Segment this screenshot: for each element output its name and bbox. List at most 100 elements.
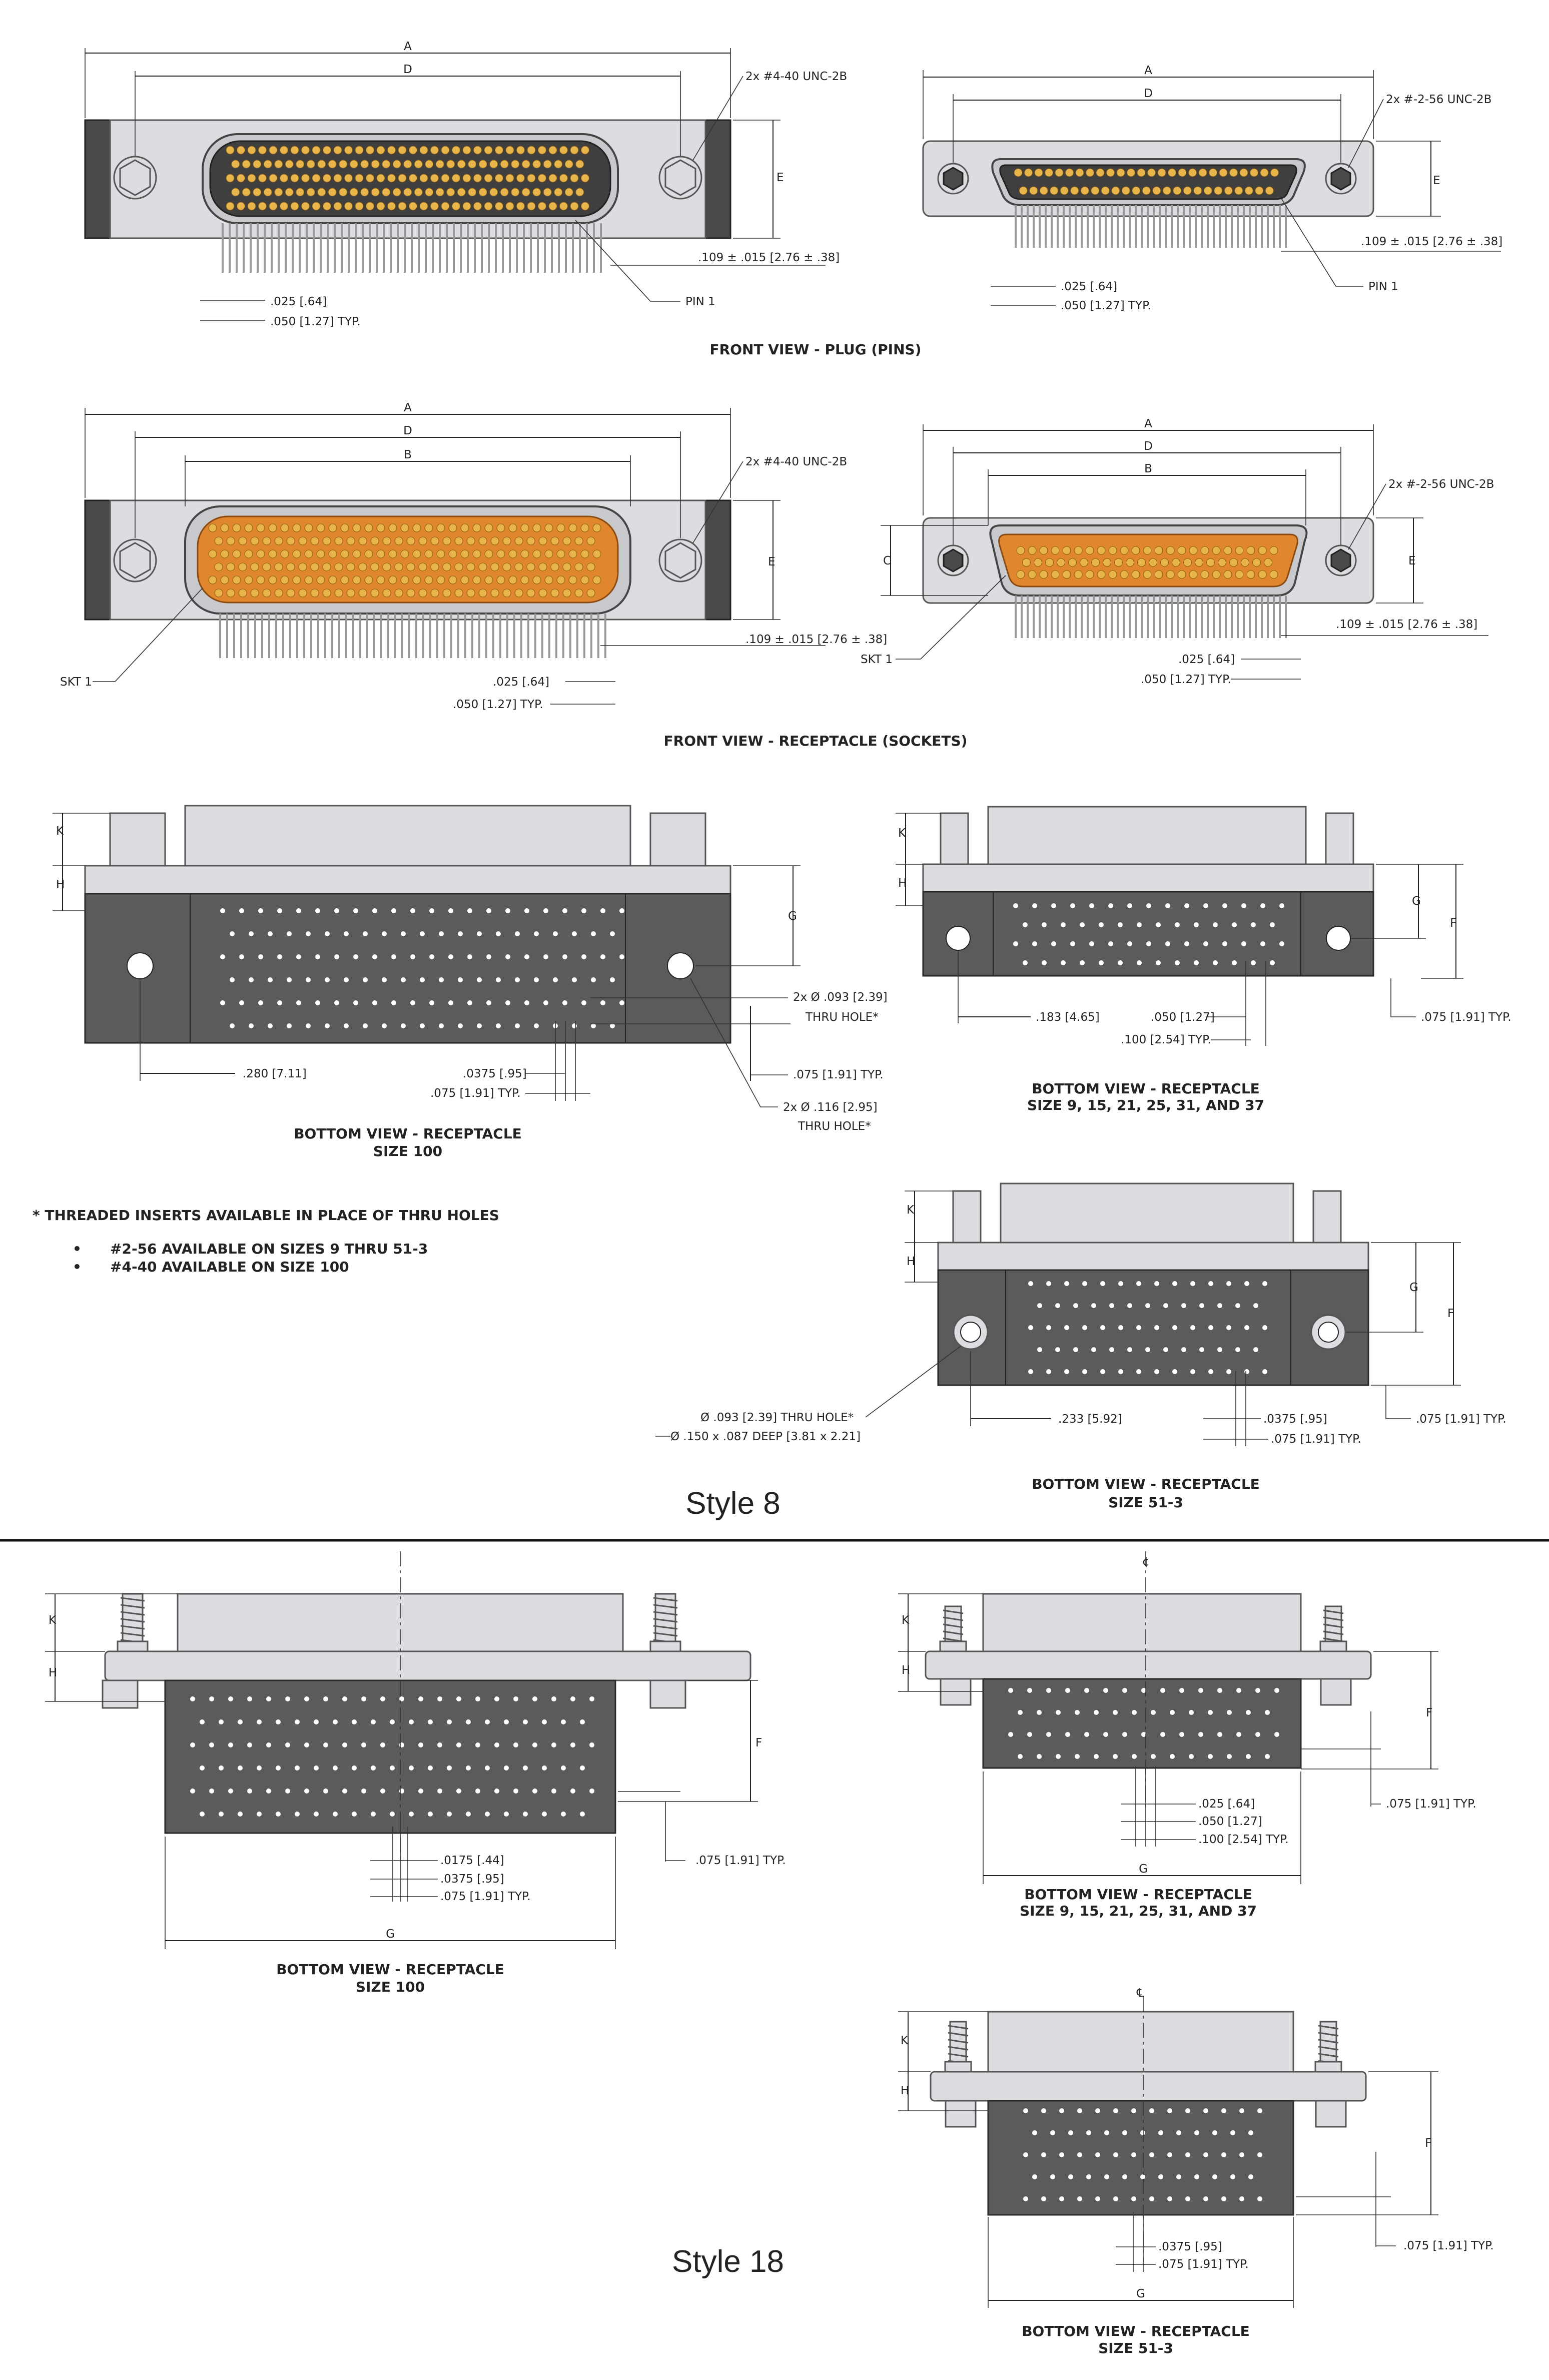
socket xyxy=(310,562,319,571)
pin xyxy=(489,160,498,169)
socket xyxy=(514,562,523,571)
standoff-left xyxy=(940,1678,972,1706)
socket xyxy=(490,536,499,545)
socket xyxy=(1172,558,1180,567)
contact xyxy=(1185,2196,1190,2201)
contact xyxy=(1221,2108,1226,2113)
socket xyxy=(244,523,253,532)
contact xyxy=(1028,1369,1033,1374)
pin xyxy=(1250,168,1258,177)
dim-075: .075 [1.91] TYP. xyxy=(1271,1433,1361,1446)
socket xyxy=(502,562,511,571)
contact xyxy=(580,1765,585,1770)
contact xyxy=(1194,2174,1199,2179)
socket xyxy=(1039,546,1048,555)
pin xyxy=(516,174,525,183)
dim-g: G xyxy=(1409,1281,1418,1294)
pin xyxy=(376,174,385,183)
dim-k: K xyxy=(56,825,64,838)
socket xyxy=(478,562,487,571)
contact xyxy=(1145,1347,1150,1352)
pin xyxy=(462,146,471,155)
style8-size100: K H G 2x Ø .093 [2.39] THRU HOLE* .075 [… xyxy=(53,805,888,1159)
socket xyxy=(556,549,565,558)
contact xyxy=(1042,922,1047,927)
pin xyxy=(290,202,299,211)
pin xyxy=(554,160,563,169)
socket xyxy=(568,523,577,532)
contact xyxy=(1194,960,1199,965)
contact xyxy=(1091,1303,1096,1308)
socket xyxy=(1034,558,1042,567)
socket xyxy=(1258,570,1267,579)
pin xyxy=(1034,168,1043,177)
contact xyxy=(562,908,567,913)
contact xyxy=(1041,2152,1046,2157)
screw-left xyxy=(943,167,964,191)
pin xyxy=(258,174,267,183)
dim-g: G xyxy=(1136,2287,1145,2300)
contact xyxy=(219,1765,224,1770)
contact xyxy=(1248,2130,1253,2135)
contact xyxy=(467,1000,472,1005)
stud-thread xyxy=(1323,1623,1344,1628)
dim-075-right: .075 [1.91] TYP. xyxy=(793,1068,884,1081)
socket xyxy=(556,523,565,532)
contact xyxy=(562,954,567,959)
contact xyxy=(200,1812,205,1817)
contact xyxy=(1113,2108,1118,2113)
socket xyxy=(580,575,589,584)
contact xyxy=(486,908,491,913)
pin xyxy=(280,174,288,183)
contact xyxy=(600,1000,605,1005)
dim-075: .075 [1.91] TYP. xyxy=(440,1890,531,1903)
pin xyxy=(1065,168,1074,177)
contact xyxy=(380,1742,385,1747)
socket xyxy=(550,588,559,598)
socket xyxy=(316,575,325,584)
contact xyxy=(1251,922,1256,927)
socket xyxy=(328,549,337,558)
contact xyxy=(1255,1688,1260,1693)
contact xyxy=(515,977,520,982)
contact xyxy=(448,954,453,959)
contact xyxy=(1041,2196,1046,2201)
contact xyxy=(505,908,510,913)
contact xyxy=(496,977,501,982)
socket xyxy=(274,562,283,571)
pin xyxy=(1116,168,1125,177)
contact xyxy=(1118,960,1123,965)
thread-callout: 2x #4-40 UNC-2B xyxy=(745,455,847,468)
socket xyxy=(238,536,247,545)
contact xyxy=(439,977,444,982)
stud-thread xyxy=(948,2039,969,2044)
style18-size9-37: ¢ K H F .075 [1.91] TYP. .025 [.64] .050… xyxy=(898,1551,1476,1919)
contact xyxy=(1262,1325,1267,1330)
contact xyxy=(1122,2174,1127,2179)
dim-h: H xyxy=(56,878,65,891)
contact xyxy=(287,977,292,982)
pin xyxy=(237,146,245,155)
contact xyxy=(1167,2108,1172,2113)
dim-075: .075 [1.91] TYP. xyxy=(1158,2258,1249,2271)
socket xyxy=(262,536,271,545)
contact xyxy=(314,1719,319,1724)
dim-025: .025 [.64] xyxy=(1198,1798,1255,1811)
contact xyxy=(1239,2152,1244,2157)
socket xyxy=(394,536,403,545)
socket-array xyxy=(208,523,601,598)
socket xyxy=(388,575,397,584)
socket xyxy=(466,588,475,598)
socket xyxy=(244,575,253,584)
contact xyxy=(1118,1325,1123,1330)
contact xyxy=(572,977,577,982)
contact xyxy=(1132,1754,1137,1759)
pin xyxy=(1091,186,1100,195)
contact xyxy=(1065,1732,1070,1737)
pin xyxy=(1080,186,1089,195)
socket xyxy=(334,562,343,571)
contact xyxy=(1222,941,1227,946)
pin xyxy=(1137,168,1146,177)
contact xyxy=(1027,1732,1032,1737)
pin xyxy=(548,202,557,211)
